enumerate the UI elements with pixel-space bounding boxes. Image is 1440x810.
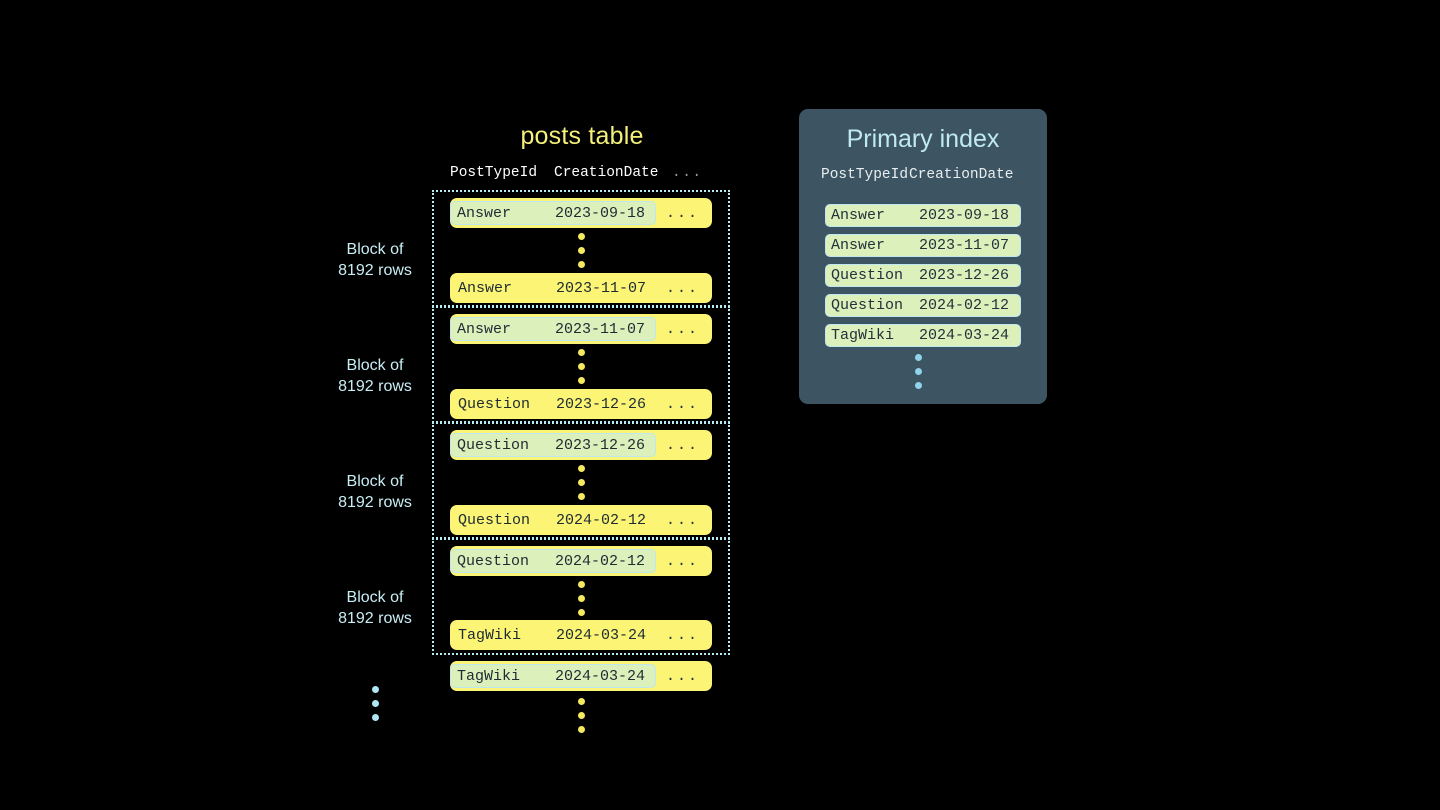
- cell-posttypeid: TagWiki: [457, 667, 521, 685]
- primary-index-rows: Answer 2023-09-18 Answer 2023-11-07 Ques…: [825, 204, 1021, 354]
- row-highlight-segment: TagWiki 2024-03-24: [450, 664, 656, 688]
- table-row: Question 2024-02-12 ...: [450, 546, 712, 576]
- block-4: [432, 538, 730, 655]
- row-ellipsis-vertical: [577, 465, 585, 500]
- column-header-posttypeid: PostTypeId: [821, 167, 909, 183]
- cell-posttypeid: Answer: [457, 204, 512, 222]
- table-row: TagWiki 2024-03-24 ...: [450, 620, 712, 650]
- cell-creationdate: 2024-02-12: [556, 511, 647, 529]
- cell-creationdate: 2023-11-07: [556, 279, 647, 297]
- cell-posttypeid: Answer: [457, 320, 512, 338]
- block-4-label: Block of 8192 rows: [338, 589, 412, 627]
- cell-posttypeid: Answer: [458, 279, 513, 297]
- row-highlight-segment: Answer 2023-11-07: [450, 317, 656, 341]
- row-ellipsis-vertical: [577, 349, 585, 384]
- primary-index-panel: Primary index PostTypeId CreationDate An…: [799, 109, 1047, 404]
- table-row: Question 2023-12-26 ...: [450, 389, 712, 419]
- cell-posttypeid: Question: [831, 297, 904, 314]
- cell-ellipsis: ...: [666, 204, 700, 222]
- primary-index-title: Primary index: [846, 125, 1000, 153]
- column-header-posttypeid: PostTypeId: [450, 165, 538, 181]
- cell-creationdate: 2023-12-26: [556, 395, 647, 413]
- table-row-trailing: TagWiki 2024-03-24 ...: [450, 661, 712, 691]
- cell-ellipsis: ...: [666, 626, 700, 644]
- row-content: Answer 2023-11-07: [450, 280, 656, 297]
- table-row: Question 2023-12-26 ...: [450, 430, 712, 460]
- index-row: Question 2023-12-26: [825, 264, 1021, 287]
- row-content: Question 2024-02-12: [450, 512, 656, 529]
- column-header-ellipsis: ...: [672, 165, 703, 181]
- index-row: Question 2024-02-12: [825, 294, 1021, 317]
- block-1-label: Block of 8192 rows: [338, 241, 412, 279]
- cell-posttypeid: TagWiki: [831, 327, 895, 344]
- cell-posttypeid: Answer: [831, 207, 886, 224]
- index-ellipsis-vertical: [915, 354, 922, 389]
- cell-creationdate: 2023-12-26: [919, 267, 1010, 284]
- row-content: Question 2023-12-26: [450, 396, 656, 413]
- block-3-label: Block of 8192 rows: [338, 473, 412, 511]
- cell-creationdate: 2024-03-24: [555, 667, 646, 685]
- table-row: Answer 2023-09-18 ...: [450, 198, 712, 228]
- block-2-label: Block of 8192 rows: [338, 357, 412, 395]
- cell-creationdate: 2024-02-12: [919, 297, 1010, 314]
- posts-table-column-headers: PostTypeId CreationDate ...: [450, 165, 716, 181]
- cell-creationdate: 2023-12-26: [555, 436, 646, 454]
- cell-creationdate: 2023-11-07: [555, 320, 646, 338]
- row-highlight-segment: Answer 2023-09-18: [450, 201, 656, 225]
- cell-creationdate: 2023-09-18: [555, 204, 646, 222]
- row-ellipsis-vertical: [577, 581, 585, 616]
- cell-ellipsis: ...: [666, 667, 700, 685]
- cell-posttypeid: Question: [458, 395, 531, 413]
- cell-posttypeid: Question: [831, 267, 904, 284]
- cell-posttypeid: TagWiki: [458, 626, 522, 644]
- column-header-creationdate: CreationDate: [909, 167, 1014, 183]
- table-row: Answer 2023-11-07 ...: [450, 314, 712, 344]
- row-content: TagWiki 2024-03-24: [450, 627, 656, 644]
- cell-creationdate: 2024-03-24: [919, 327, 1010, 344]
- cell-posttypeid: Question: [457, 552, 530, 570]
- cell-ellipsis: ...: [666, 395, 700, 413]
- cell-posttypeid: Question: [458, 511, 531, 529]
- row-highlight-segment: Question 2023-12-26: [450, 433, 656, 457]
- posts-table-title: posts table: [520, 122, 644, 150]
- index-row: Answer 2023-11-07: [825, 234, 1021, 257]
- blocks-ellipsis-vertical: [371, 686, 379, 721]
- cell-creationdate: 2023-11-07: [919, 237, 1010, 254]
- cell-posttypeid: Answer: [831, 237, 886, 254]
- cell-ellipsis: ...: [666, 320, 700, 338]
- row-highlight-segment: Question 2024-02-12: [450, 549, 656, 573]
- table-row: Answer 2023-11-07 ...: [450, 273, 712, 303]
- index-row: Answer 2023-09-18: [825, 204, 1021, 227]
- cell-creationdate: 2024-02-12: [555, 552, 646, 570]
- cell-ellipsis: ...: [666, 511, 700, 529]
- table-ellipsis-vertical: [577, 698, 585, 733]
- primary-index-column-headers: PostTypeId CreationDate: [821, 167, 1013, 183]
- cell-creationdate: 2024-03-24: [556, 626, 647, 644]
- index-row: TagWiki 2024-03-24: [825, 324, 1021, 347]
- cell-ellipsis: ...: [666, 436, 700, 454]
- table-row: Question 2024-02-12 ...: [450, 505, 712, 535]
- cell-ellipsis: ...: [666, 279, 700, 297]
- column-header-creationdate: CreationDate: [554, 165, 659, 181]
- cell-creationdate: 2023-09-18: [919, 207, 1010, 224]
- cell-posttypeid: Question: [457, 436, 530, 454]
- row-ellipsis-vertical: [577, 233, 585, 268]
- cell-ellipsis: ...: [666, 552, 700, 570]
